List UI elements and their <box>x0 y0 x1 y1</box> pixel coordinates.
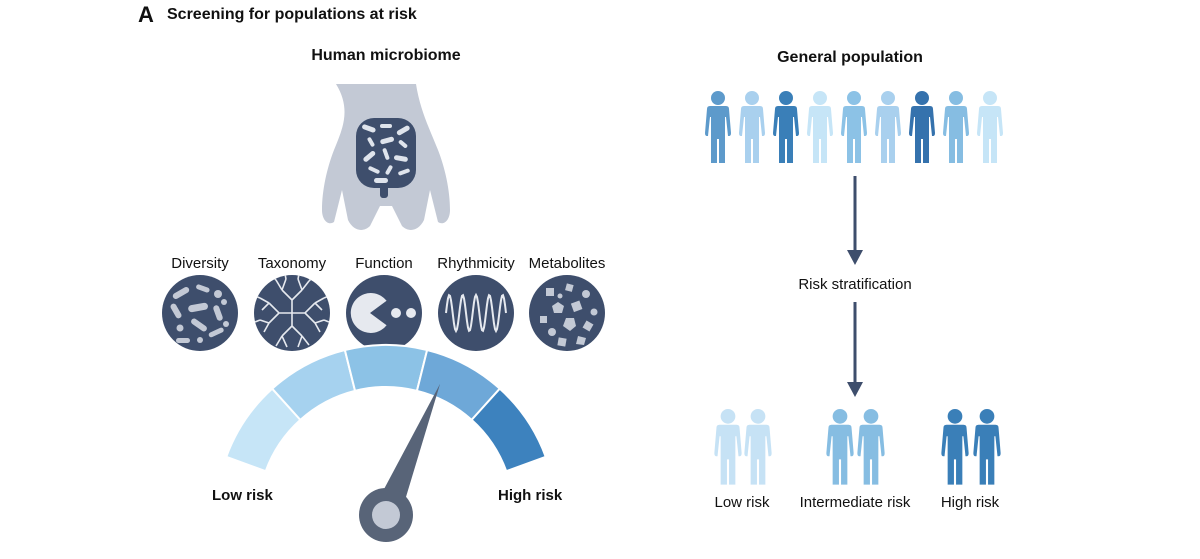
population-row <box>705 91 1003 163</box>
panel-title: Screening for populations at risk <box>167 6 417 23</box>
function-icon <box>346 275 422 351</box>
arrow-down-2 <box>847 302 863 397</box>
diversity-icon <box>162 275 238 351</box>
person-icon <box>826 409 854 485</box>
person-icon <box>739 91 765 163</box>
group-label-intermediate: Intermediate risk <box>799 494 911 511</box>
gauge-high-label: High risk <box>498 487 563 504</box>
person-icon <box>773 91 799 163</box>
person-icon <box>744 409 772 485</box>
person-icon <box>977 91 1003 163</box>
group-label-low: Low risk <box>714 494 770 511</box>
panel-letter: A <box>138 2 154 27</box>
gauge-needle <box>373 383 441 521</box>
feature-label-taxonomy: Taxonomy <box>257 255 327 272</box>
person-icon <box>705 91 731 163</box>
person-icon <box>857 409 885 485</box>
feature-label-rhythmicity: Rhythmicity <box>437 255 515 272</box>
microbiome-heading: Human microbiome <box>311 47 461 64</box>
person-icon <box>807 91 833 163</box>
person-icon <box>909 91 935 163</box>
feature-label-function: Function <box>355 255 413 272</box>
feature-label-metabolites: Metabolites <box>528 255 606 272</box>
group-label-high: High risk <box>940 494 1000 511</box>
risk-gauge <box>224 344 548 542</box>
intestine-icon <box>356 118 416 198</box>
person-icon <box>943 91 969 163</box>
person-icon <box>875 91 901 163</box>
risk-groups <box>714 409 1001 485</box>
person-icon <box>714 409 742 485</box>
person-icon <box>841 91 867 163</box>
rhythmicity-icon <box>438 275 514 351</box>
taxonomy-icon <box>254 275 330 351</box>
gauge-segment <box>343 344 429 393</box>
gauge-segment <box>470 387 548 473</box>
arrow-down-1 <box>847 176 863 265</box>
person-icon <box>973 409 1001 485</box>
population-heading: General population <box>777 49 923 66</box>
metabolites-icon <box>529 275 605 351</box>
person-icon <box>941 409 969 485</box>
feature-label-diversity: Diversity <box>171 255 229 272</box>
gauge-low-label: Low risk <box>212 487 273 504</box>
risk-stratification-label: Risk stratification <box>798 276 912 293</box>
